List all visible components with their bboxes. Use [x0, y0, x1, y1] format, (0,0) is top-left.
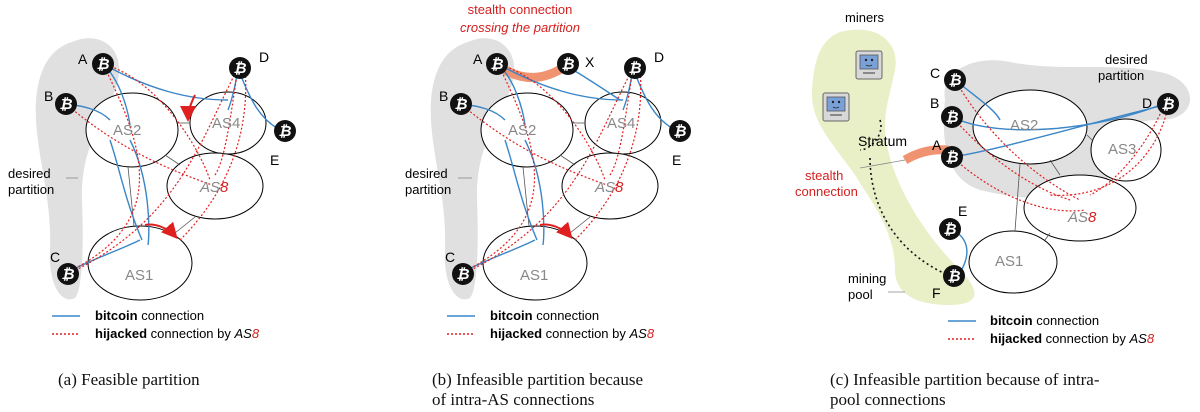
- caption-b-line-2: of intra-AS connections: [432, 390, 595, 409]
- node-label-c: C: [50, 249, 60, 265]
- legend-bitcoin: bitcoin connection: [490, 308, 599, 323]
- miners-label: miners: [845, 10, 885, 25]
- as4-label: AS4: [212, 115, 240, 132]
- stealth-connection-label: stealth connection: [468, 2, 573, 17]
- caption-c-line-2: pool connections: [830, 390, 946, 409]
- as2-circle: [972, 89, 1088, 165]
- bitcoin-node-icon: [452, 263, 474, 285]
- as2-label: AS2: [113, 122, 141, 139]
- as8-circle: [1023, 174, 1137, 242]
- legend-hijacked: hijacked connection by AS8: [490, 326, 655, 341]
- as3-label: AS3: [1108, 141, 1136, 158]
- node-label-x: X: [585, 54, 595, 70]
- node-label-e: E: [270, 152, 279, 168]
- hijacked-connections: [951, 79, 1169, 212]
- node-label-a: A: [473, 51, 483, 67]
- node-label-b: B: [439, 88, 448, 104]
- node-label-f: F: [932, 285, 941, 301]
- caption-a: (a) Feasible partition: [58, 370, 200, 389]
- as1-label: AS1: [995, 253, 1023, 270]
- as2-circle: [480, 92, 574, 168]
- node-label-e: E: [672, 152, 681, 168]
- hijack-arrow-icon: [144, 221, 178, 240]
- as1-circle: [482, 225, 588, 301]
- node-label-a: A: [78, 51, 88, 67]
- as2-label: AS2: [1010, 117, 1038, 134]
- legend-hijacked: hijacked connection by AS8: [990, 331, 1155, 346]
- stratum-label: Stratum: [858, 133, 907, 149]
- bitcoin-node-icon: [941, 146, 963, 168]
- panel-c: C B A D E F AS2 AS3 AS8 AS1 miners Strat…: [795, 10, 1190, 346]
- legend-bitcoin: bitcoin connection: [95, 308, 204, 323]
- bitcoin-node-icon: [55, 93, 77, 115]
- hijacked-connections: [65, 63, 247, 275]
- as8-circle: [166, 152, 264, 220]
- as4-label: AS4: [607, 115, 635, 132]
- bitcoin-node-icon: [57, 263, 79, 285]
- node-label-d: D: [259, 49, 269, 65]
- bitcoin-node-icon: [92, 53, 114, 75]
- legend-bitcoin: bitcoin connection: [990, 313, 1099, 328]
- node-label-d: D: [1142, 95, 1152, 111]
- node-label-c: C: [930, 65, 940, 81]
- as3-circle: [1090, 118, 1162, 182]
- hijack-arrow-icon: [539, 221, 573, 240]
- crossing-label: crossing the partition: [460, 20, 580, 35]
- bitcoin-node-icon: [450, 93, 472, 115]
- as1-label: AS1: [520, 267, 548, 284]
- node-label-e: E: [958, 203, 967, 219]
- as8-label: AS8: [1067, 209, 1097, 226]
- bitcoin-node-icon: [486, 53, 508, 75]
- node-label-b: B: [44, 88, 53, 104]
- as8-circle: [561, 152, 659, 220]
- as2-label: AS2: [508, 122, 536, 139]
- as8-label: AS8: [594, 179, 624, 196]
- bitcoin-node-icon: [274, 120, 296, 142]
- bitcoin-node-icon: [229, 57, 251, 79]
- node-label-d: D: [654, 49, 664, 65]
- bitcoin-node-icon: [669, 120, 691, 142]
- as1-circle: [968, 230, 1058, 294]
- miner-computer-icon: [822, 92, 850, 122]
- caption-c-line-1: (c) Infeasible partition because of intr…: [830, 370, 1100, 389]
- bitcoin-node-icon: [624, 57, 646, 79]
- legend-hijacked: hijacked connection by AS8: [95, 326, 260, 341]
- node-label-b: B: [930, 95, 939, 111]
- miner-computer-icon: [855, 50, 883, 80]
- caption-b-line-1: (b) Infeasible partition because: [432, 370, 643, 389]
- bitcoin-node-icon: [944, 69, 966, 91]
- hijack-arrow-icon: [180, 94, 197, 122]
- bitcoin-node-icon: [939, 218, 961, 240]
- node-label-a: A: [932, 137, 942, 153]
- hijacked-connections: [460, 63, 642, 275]
- caption-b: (b) Infeasible partition because of intr…: [432, 370, 643, 410]
- bitcoin-node-icon: [1157, 93, 1179, 115]
- as2-circle: [85, 92, 179, 168]
- as1-label: AS1: [125, 267, 153, 284]
- panel-b: A X B D E C stealth connection crossing …: [405, 2, 691, 341]
- as1-circle: [87, 225, 193, 301]
- bitcoin-node-icon: [941, 106, 963, 128]
- as8-label: AS8: [199, 179, 229, 196]
- caption-c: (c) Infeasible partition because of intr…: [830, 370, 1100, 410]
- bitcoin-node-icon: [557, 53, 579, 75]
- bitcoin-node-icon: [943, 265, 965, 287]
- node-label-c: C: [445, 249, 455, 265]
- mining-pool-region: [811, 29, 975, 306]
